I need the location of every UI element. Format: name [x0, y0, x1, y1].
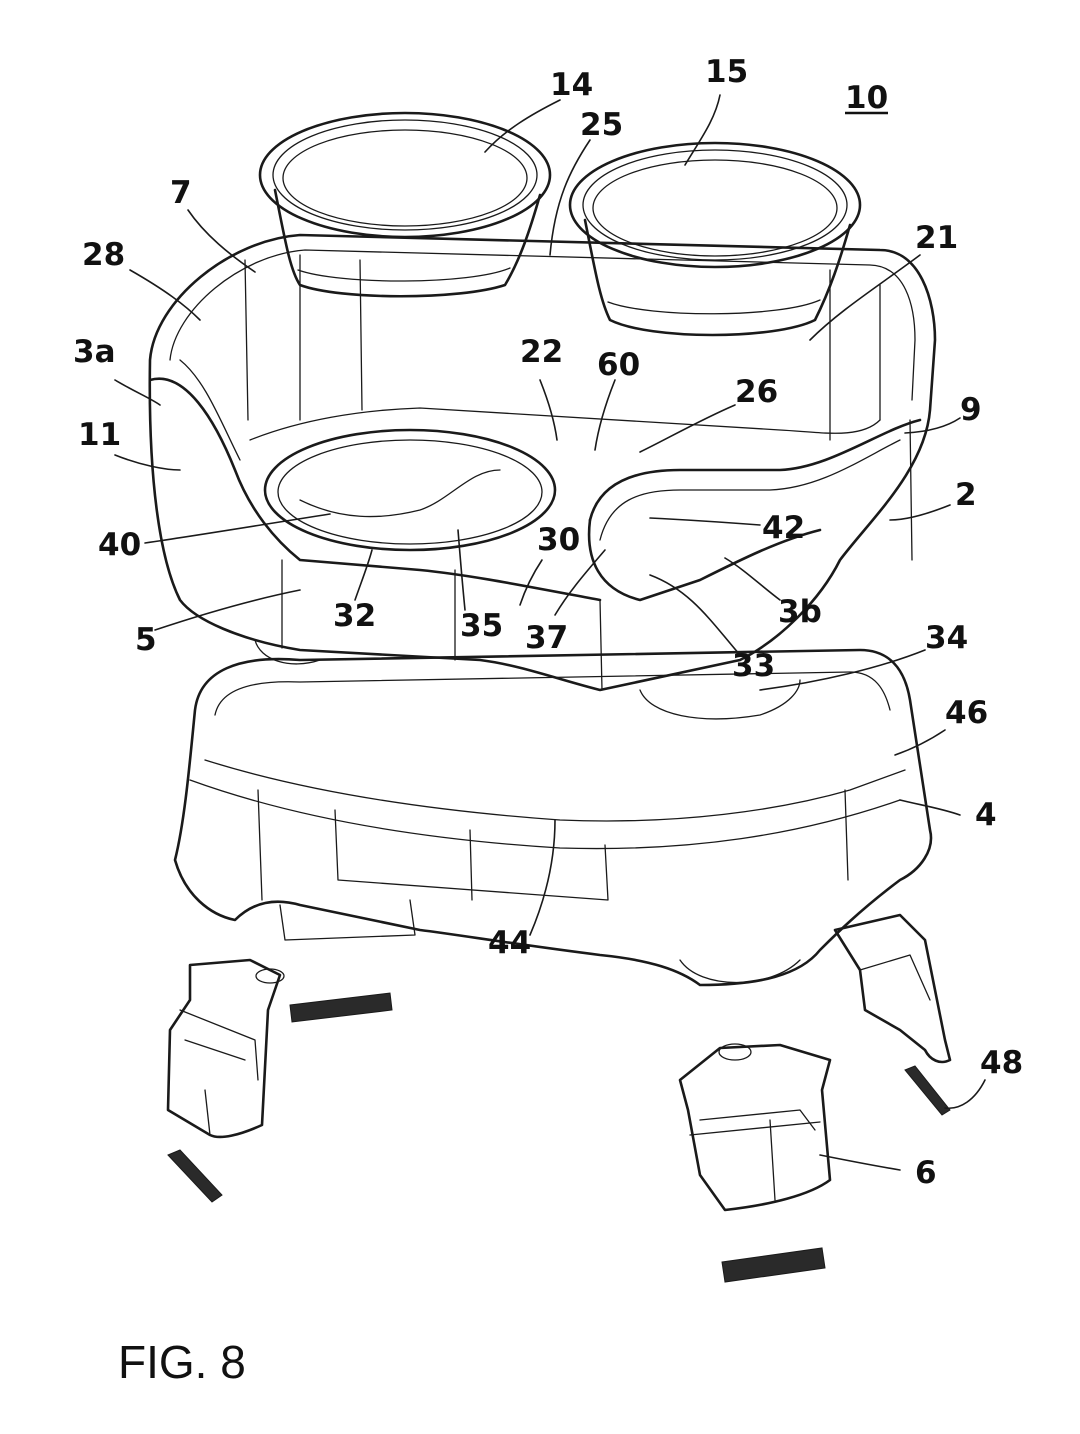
ref-9: 9 — [960, 392, 982, 428]
lower-base — [173, 648, 933, 987]
ref-4: 4 — [975, 797, 997, 833]
ref-33: 33 — [732, 648, 775, 684]
upper-tray — [148, 233, 937, 720]
ref-28: 28 — [82, 237, 125, 273]
ref-21: 21 — [915, 220, 958, 256]
ref-2: 2 — [955, 477, 977, 513]
leader-lines — [114, 94, 986, 1171]
ref-15: 15 — [705, 54, 748, 90]
connector-strips — [167, 992, 951, 1283]
ref-40: 40 — [98, 527, 141, 563]
ref-44: 44 — [488, 925, 531, 961]
ref-30: 30 — [537, 522, 580, 558]
cup-14 — [258, 111, 552, 298]
ref-22: 22 — [520, 334, 563, 370]
assembly-reference: 10 — [845, 80, 888, 116]
ref-60: 60 — [597, 347, 640, 383]
leg-right — [678, 1043, 832, 1212]
ref-26: 26 — [735, 374, 778, 410]
ref-14: 14 — [550, 67, 593, 103]
leg-left — [166, 958, 285, 1139]
leg-back-right — [833, 913, 952, 1064]
ref-3b: 3b — [778, 594, 822, 630]
ref-11: 11 — [78, 417, 121, 453]
ref-32: 32 — [333, 598, 376, 634]
figure-label: FIG. 8 — [118, 1336, 246, 1388]
ref-42: 42 — [762, 510, 805, 546]
ref-34: 34 — [925, 620, 968, 656]
ref-48: 48 — [980, 1045, 1023, 1081]
ref-6: 6 — [915, 1155, 937, 1191]
ref-35: 35 — [460, 608, 503, 644]
ref-46: 46 — [945, 695, 988, 731]
ref-3a: 3a — [73, 334, 116, 370]
ref-37: 37 — [525, 620, 568, 656]
ref-10: 10 — [845, 80, 888, 116]
ref-25: 25 — [580, 107, 623, 143]
ref-5: 5 — [135, 622, 157, 658]
reference-numerals: 14 15 25 7 21 28 3a 22 60 26 9 11 2 42 4… — [73, 54, 1023, 1191]
cup-15 — [568, 141, 862, 337]
ref-7: 7 — [170, 175, 192, 211]
